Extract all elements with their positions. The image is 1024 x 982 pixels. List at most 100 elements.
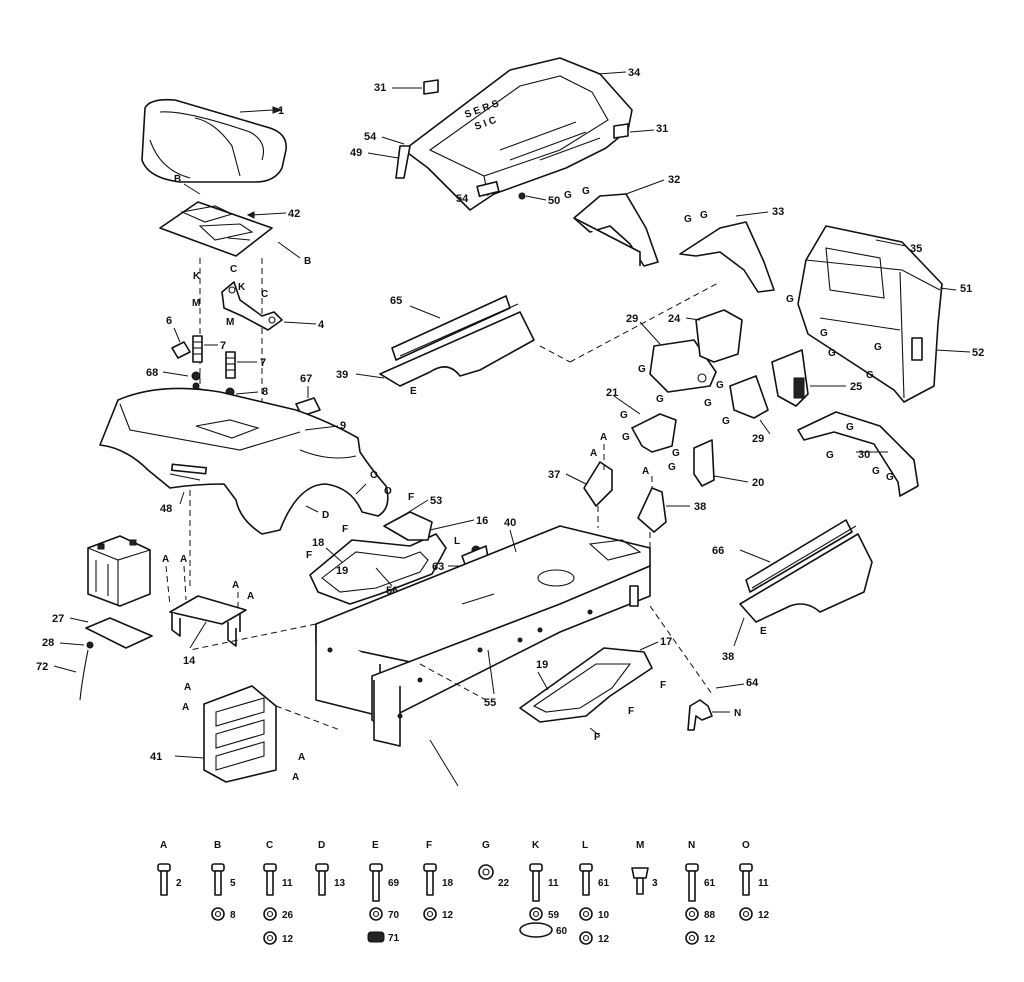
bolt-icon [315,863,329,872]
letter-G: G [638,364,646,375]
letter-B: B [304,256,311,267]
letter-G: G [786,294,794,305]
callout-4: 4 [318,319,325,331]
callout-37: 37 [548,469,560,481]
callout-42: 42 [288,208,300,220]
washer-icon [423,907,437,921]
side-panel-right [739,519,873,623]
bolt-icon [579,863,593,872]
hardware-part-number: 10 [598,910,610,921]
seat-pan [159,201,273,257]
letter-B: B [174,174,181,185]
footrest-left [309,511,447,605]
callout-67: 67 [300,373,312,385]
hardware-letter: L [582,840,588,851]
letter-E: E [410,386,417,397]
letter-G: G [886,472,894,483]
hardware-letter: M [636,840,644,851]
letter-A: A [642,466,649,477]
bolt-icon [263,863,277,872]
washer-icon [263,907,277,921]
callout-55: 55 [484,697,496,709]
callout-38: 38 [722,651,734,663]
flange-bolt-icon [631,867,649,879]
callout-31: 31 [374,82,386,94]
hardware-letter: E [372,840,379,851]
callout-7: 7 [220,340,226,352]
battery [87,535,151,607]
washer-icon [685,931,699,945]
callout-20: 20 [752,477,764,489]
dash-tower [797,225,943,403]
hardware-letter: G [482,840,490,851]
callout-41: 41 [150,751,162,763]
washer-icon [369,907,383,921]
bolt-icon [369,863,383,872]
seat [141,98,287,183]
hardware-part-number: 11 [548,878,559,889]
callout-54: 54 [364,131,377,143]
letter-G: G [872,466,880,477]
letter-G: G [620,410,628,421]
hood-bracket-33 [679,221,775,293]
letter-C: C [261,289,268,300]
battery-tray [169,595,247,647]
bolt-icon [157,863,171,872]
letter-G: G [828,348,836,359]
callout-54: 54 [456,193,469,205]
bolt-icon [685,863,699,872]
letter-A: A [247,591,254,602]
footrest-right [519,647,653,723]
letter-G: G [672,448,680,459]
callout-34: 34 [628,67,641,79]
letter-A: A [180,554,187,565]
bolt-icon [529,863,543,872]
callout-64: 64 [746,677,759,689]
letter-G: G [846,422,854,433]
callout-63: 63 [432,561,444,573]
callout-16: 16 [476,515,488,527]
callout-68: 68 [146,367,158,379]
letter-K: K [238,282,246,293]
callout-29: 29 [626,313,638,325]
hardware-A: A2 [157,840,182,896]
letter-G: G [684,214,692,225]
callout-48: 48 [160,503,172,515]
letter-A: A [298,752,305,763]
hardware-part-number: 69 [388,878,400,889]
hardware-part-number: 71 [388,933,400,944]
letter-A: A [182,702,189,713]
hardware-part-number: 12 [282,934,294,945]
callout-66: 66 [712,545,724,557]
hardware-part-number: 12 [598,934,610,945]
letter-A: A [600,432,607,443]
callout-33: 33 [772,206,784,218]
spring [225,351,236,379]
hardware-letter: A [160,840,167,851]
letter-E: E [760,626,767,637]
rear-panel [203,685,277,783]
hardware-part-number: 11 [758,878,769,889]
letter-A: A [292,772,299,783]
callout-49: 49 [350,147,362,159]
callout-28: 28 [42,637,54,649]
washer-icon [211,907,225,921]
letter-F: F [594,732,600,743]
callout-39: 39 [336,369,348,381]
callout-1: 1 [278,105,284,117]
letter-G: G [622,432,630,443]
callout-19: 19 [536,659,548,671]
callout-7: 7 [260,357,266,369]
callout-35: 35 [910,243,922,255]
hardware-legend: A2B58C112612D13E697071F1812G22K115960L61… [157,840,770,945]
hardware-G: G22 [478,840,510,889]
letter-G: G [564,190,572,201]
hardware-part-number: 70 [388,910,400,921]
hardware-part-number: 26 [282,910,294,921]
hardware-B: B58 [211,840,236,921]
callout-29: 29 [752,433,764,445]
